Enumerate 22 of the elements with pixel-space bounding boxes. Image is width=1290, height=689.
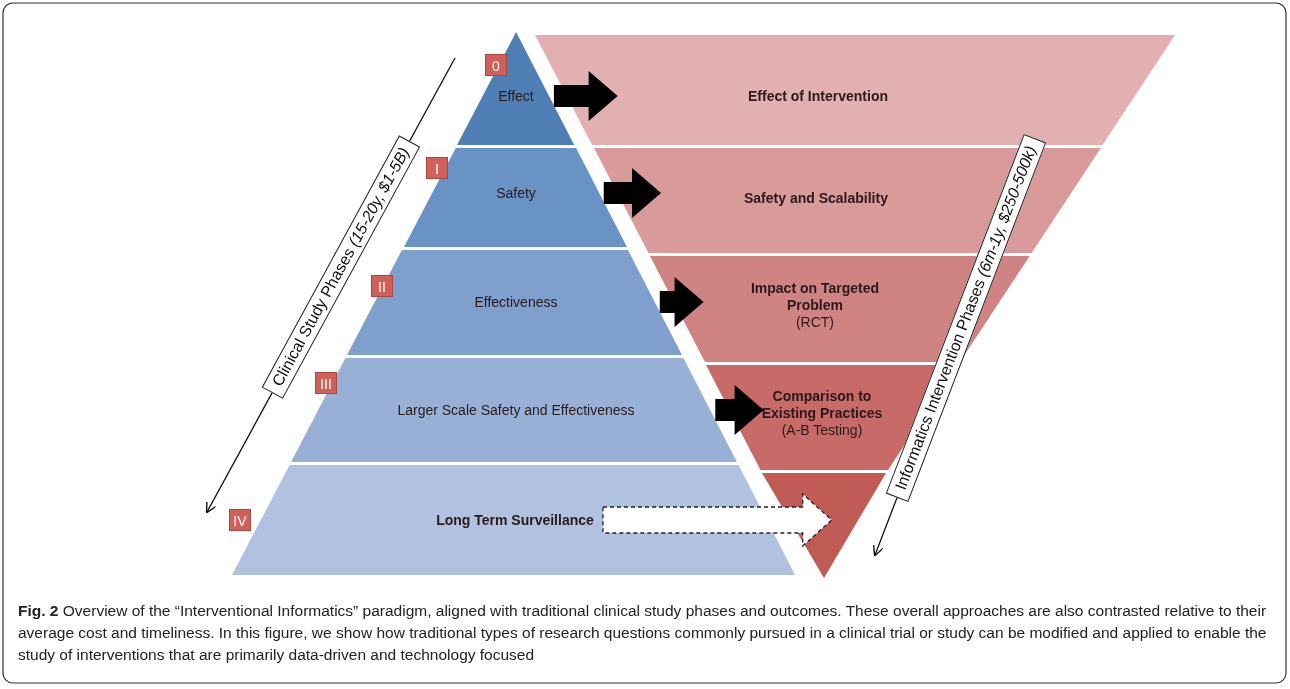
phase-title: Long Term Surveillance [436,511,594,529]
phase-title: Larger Scale Safety and Effectiveness [397,401,635,419]
phase-title: Safety [496,184,536,202]
block-arrow [659,277,704,327]
phase-number: 0 [485,54,507,76]
phase-title: Impact on Targeted Problem [749,279,881,314]
phase-title: Effect of Intervention [748,87,888,105]
block-arrow [602,492,833,548]
phase-note: (RCT) [795,313,835,331]
phase-number: IV [229,509,251,531]
phase-number: III [315,372,337,394]
phase-number: II [371,275,393,297]
phase-note: (A-B Testing) [781,421,863,439]
phase-title: Effect [498,87,534,105]
phase-title: Safety and Scalability [744,189,888,207]
block-arrow [603,168,661,218]
phase-title: Effectiveness [474,293,558,311]
figure-caption: Fig. 2 Overview of the “Interventional Informatics” paradigm, aligned with traditional clinical study phases and outcomes. These overall approaches are also contrasted relative to their average cost and timeliness. In this figure, we show how traditional types of research questions commonly pursued in a clinical trial or study can be modified and applied to enable the study of interventions that are primarily data-driven and technology focused [18,601,1268,665]
block-arrow [553,71,618,121]
phase-title: Comparison to Existing Practices [760,387,884,422]
block-arrow [715,385,764,435]
phase-number: I [426,157,448,179]
